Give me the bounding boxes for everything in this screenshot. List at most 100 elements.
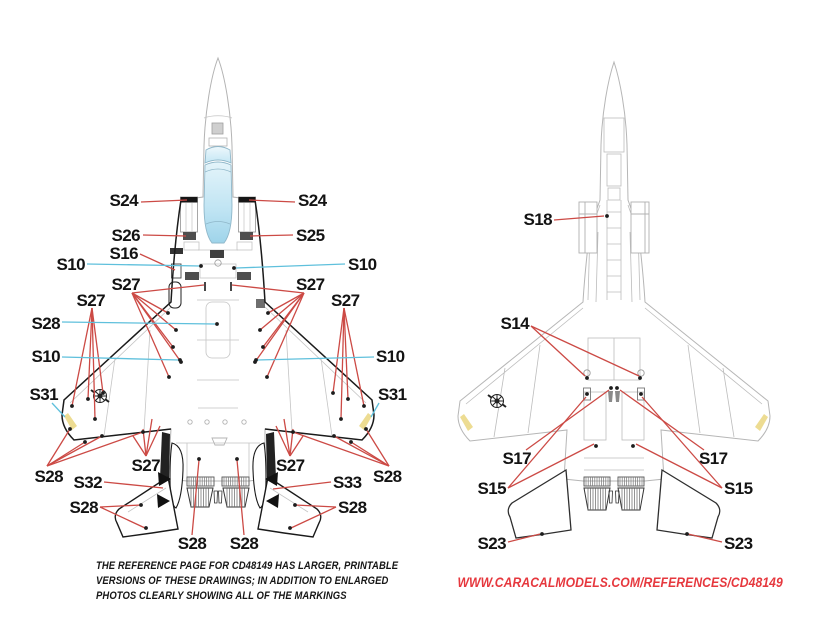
callout-label-s10: S10 (376, 347, 405, 366)
callout-label-s10: S10 (57, 255, 86, 274)
callout-label-s31: S31 (30, 385, 59, 404)
decal-point (605, 214, 609, 218)
right-aircraft-bottom-view-drawing (457, 60, 771, 539)
leader-line-s27 (340, 307, 345, 420)
leader-line-s15 (635, 443, 723, 489)
decal-point (346, 397, 350, 401)
leader-line-s10 (61, 356, 180, 361)
intake-right (238, 196, 256, 240)
leader-line-s28 (290, 506, 337, 529)
leader-line-s15 (641, 396, 723, 489)
leader-line-s28 (46, 435, 103, 467)
leader-line-s28 (294, 504, 337, 508)
intake-left (180, 196, 198, 240)
callout-label-s28: S28 (35, 467, 64, 486)
callout-label-s28: S28 (70, 498, 99, 517)
decal-point (93, 417, 97, 421)
decal-point (540, 532, 544, 536)
center-fairing-right (615, 391, 620, 402)
decal-point (166, 311, 170, 315)
leader-line-s28 (292, 431, 390, 467)
leader-line-s27 (131, 292, 182, 363)
spine-vent (214, 259, 222, 267)
leader-line-s10 (235, 263, 346, 269)
callout-label-s14: S14 (501, 314, 531, 333)
leader-line-s27 (87, 307, 93, 400)
decal-point (197, 457, 201, 461)
pylon-right (637, 387, 645, 401)
leader-line-s27 (145, 418, 153, 457)
leader-line-s24 (248, 199, 296, 203)
unit-emblem (487, 394, 507, 408)
leader-line-s33 (272, 481, 332, 490)
leader-line-s32 (103, 481, 164, 489)
leader-line-s27 (132, 435, 147, 457)
callout-label-s27: S27 (77, 291, 106, 310)
callout-label-s31: S31 (378, 385, 407, 404)
decal-point (68, 427, 72, 431)
vent-right (637, 369, 645, 377)
fin-left-dark (160, 432, 170, 481)
leader-line-s28 (191, 459, 200, 536)
decal-location-dots (68, 214, 689, 536)
callout-label-s27: S27 (331, 291, 360, 310)
callout-label-s17: S17 (699, 449, 728, 468)
callout-label-s27: S27 (112, 275, 141, 294)
decal-point (83, 440, 87, 444)
leader-line-s16 (139, 253, 176, 271)
decal-point (339, 417, 343, 421)
wingtip-marking-left (460, 414, 473, 431)
callout-label-s33: S33 (333, 473, 362, 492)
fin-right-dark (266, 432, 276, 481)
callout-label-s23: S23 (724, 534, 753, 553)
callout-label-s27: S27 (132, 456, 161, 475)
decal-point (232, 266, 236, 270)
pylon-left (583, 387, 591, 401)
leader-line-s15 (507, 396, 587, 489)
reference-note-line-1: THE REFERENCE PAGE FOR CD48149 HAS LARGE… (96, 560, 399, 572)
callout-label-s17: S17 (503, 449, 532, 468)
reference-note-line-3: PHOTOS CLEARLY SHOWING ALL OF THE MARKIN… (96, 590, 347, 602)
leader-line-s27 (267, 292, 305, 314)
reference-url-link[interactable]: WWW.CARACALMODELS.COM/REFERENCES/CD48149 (457, 575, 783, 590)
callout-label-s28: S28 (178, 534, 207, 553)
decal-point (174, 328, 178, 332)
exhaust-nozzles (186, 476, 250, 508)
callout-label-s28: S28 (230, 534, 259, 553)
decal-point (101, 391, 105, 395)
callout-label-s24: S24 (298, 191, 328, 210)
decal-point (638, 376, 642, 380)
wing-root-decal (256, 299, 265, 308)
decal-point (141, 430, 145, 434)
leader-line-s27 (231, 284, 305, 294)
leader-line-s27 (131, 292, 169, 314)
leader-line-s27 (91, 307, 96, 420)
leader-line-s28 (46, 431, 144, 467)
leader-line-s31 (51, 402, 66, 418)
leader-line-s27 (283, 418, 291, 457)
decal-point (171, 345, 175, 349)
aft-vents (187, 419, 247, 446)
leader-line-s28 (46, 428, 71, 467)
center-fairing-left (608, 391, 613, 402)
decal-point (293, 503, 297, 507)
walkway-arrows (157, 472, 279, 508)
leader-line-s27 (131, 284, 205, 294)
decal-point (199, 264, 203, 268)
wing-leading-edge-right (254, 199, 375, 441)
leader-line-s28 (236, 459, 245, 536)
leader-line-s17 (525, 389, 610, 451)
stabilizer-left (507, 468, 572, 539)
leader-line-s28 (365, 428, 390, 467)
formation-ticks (204, 282, 232, 291)
leader-line-s23 (507, 533, 541, 543)
decal-point (215, 322, 219, 326)
leader-line-s28 (333, 435, 390, 467)
decal-point (288, 526, 292, 530)
leader-line-s10 (256, 356, 375, 361)
decal-point (261, 345, 265, 349)
decal-point (265, 375, 269, 379)
decal-point (235, 457, 239, 461)
